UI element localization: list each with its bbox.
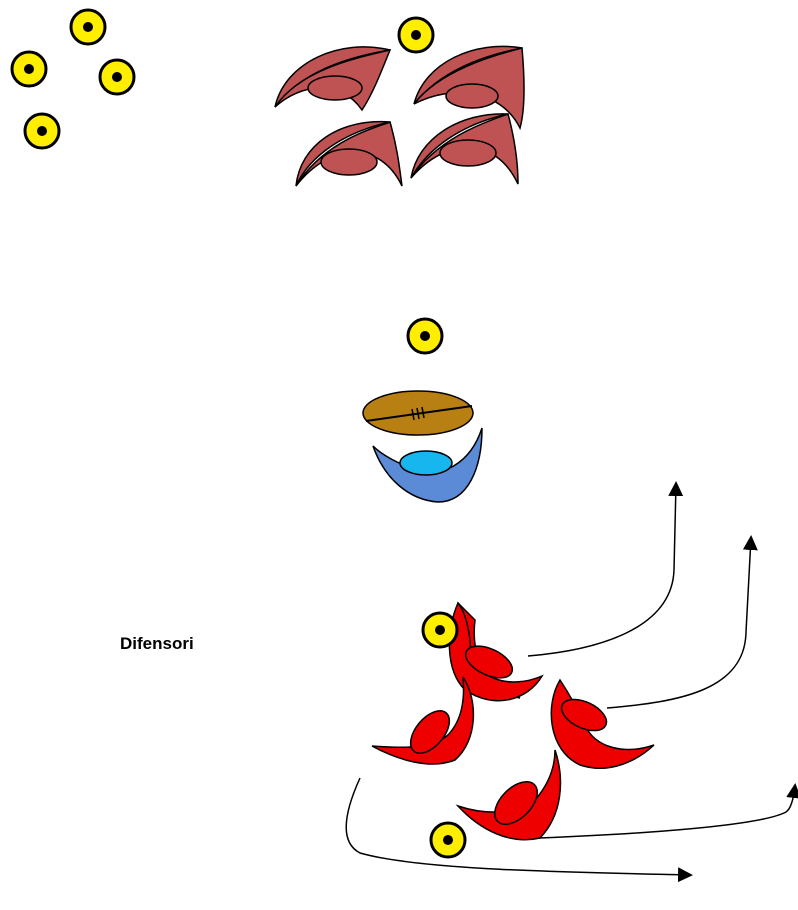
defender-shape-4 [411,114,518,184]
rugby-ball-icon [363,391,473,435]
attacker-shape-3 [551,680,654,768]
attacker-shape-2 [372,677,473,764]
attacker-shape-4 [458,750,560,840]
ring-marker-icon [12,52,46,86]
receiver-shape [373,428,482,502]
ring-marker-icon [100,60,134,94]
arrow-icon [528,484,676,656]
defender-shape-1 [275,47,390,110]
ring-marker-icon [399,18,433,52]
arrow-icon [539,786,795,838]
defender-shape-3 [296,122,402,186]
ring-marker-icon [431,823,465,857]
ring-marker-icon [423,613,457,647]
arrow-icon [607,538,751,708]
ring-marker-icon [71,10,105,44]
ring-marker-icon [408,319,442,353]
ring-marker-icon [25,114,59,148]
